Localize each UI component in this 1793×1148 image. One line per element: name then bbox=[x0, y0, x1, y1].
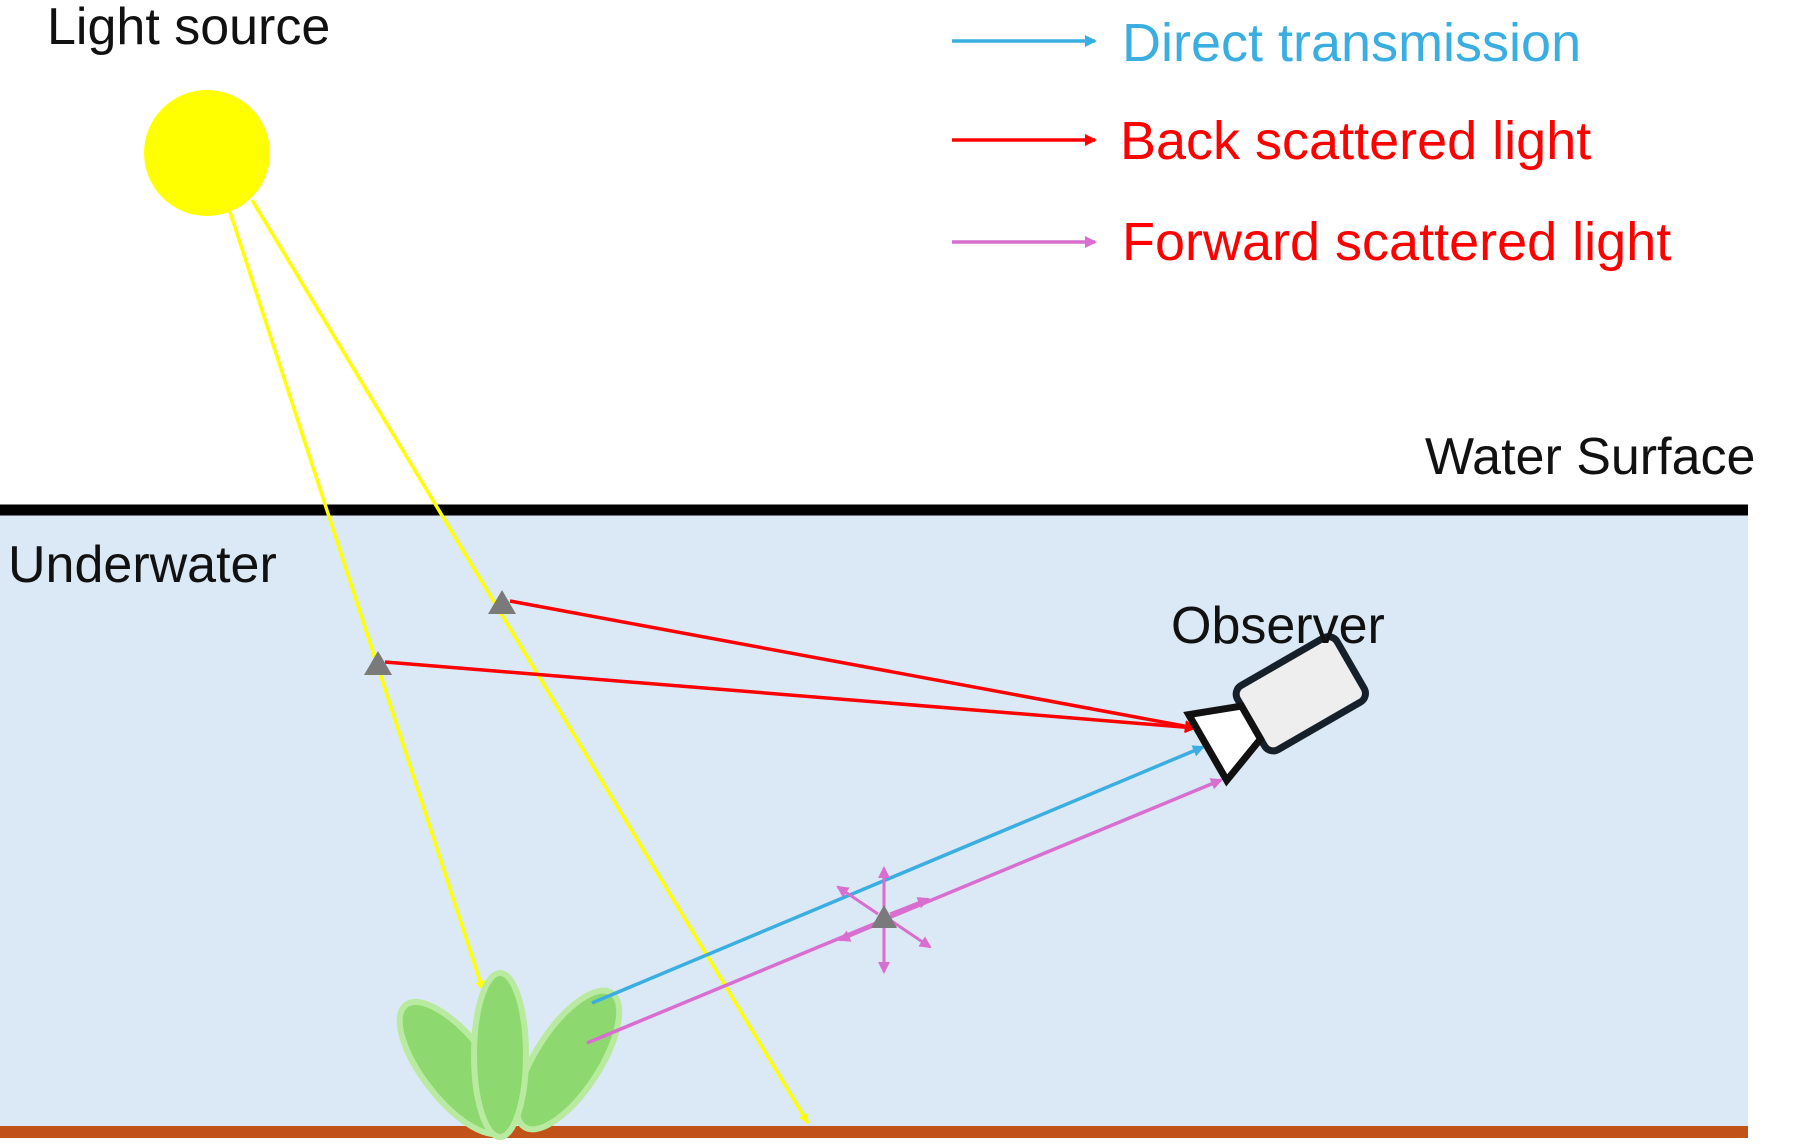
back-scatter-ray-lower bbox=[384, 660, 1197, 734]
observer-label: Observer bbox=[1171, 597, 1385, 655]
seabed bbox=[0, 1126, 1748, 1138]
forward-scatter-ray bbox=[586, 778, 1223, 1045]
back-scatter-ray-upper bbox=[509, 599, 1197, 733]
light-source-label: Light source bbox=[47, 0, 330, 56]
sun-icon bbox=[144, 90, 270, 216]
legend-forward-label: Forward scattered light bbox=[1122, 212, 1671, 272]
camera-icon bbox=[1183, 633, 1369, 787]
light-ray-to-seabed bbox=[250, 199, 810, 1124]
water-region bbox=[0, 512, 1748, 1130]
legend: Direct transmission Back scattered light… bbox=[952, 13, 1671, 272]
legend-item-forward: Forward scattered light bbox=[952, 212, 1671, 272]
legend-item-direct: Direct transmission bbox=[952, 13, 1581, 73]
forward-scatter-burst bbox=[836, 866, 932, 974]
legend-back-label: Back scattered light bbox=[1120, 111, 1591, 171]
scattering-particle-icon bbox=[488, 590, 516, 614]
light-ray-to-plant bbox=[228, 211, 485, 991]
scattering-particle-icon bbox=[871, 905, 897, 928]
legend-direct-label: Direct transmission bbox=[1122, 13, 1581, 73]
water-surface-label: Water Surface bbox=[1425, 428, 1755, 486]
underwater-label: Underwater bbox=[8, 536, 277, 594]
legend-item-back: Back scattered light bbox=[952, 111, 1591, 171]
scattering-particle-icon bbox=[364, 651, 392, 675]
direct-transmission-ray bbox=[591, 745, 1205, 1005]
